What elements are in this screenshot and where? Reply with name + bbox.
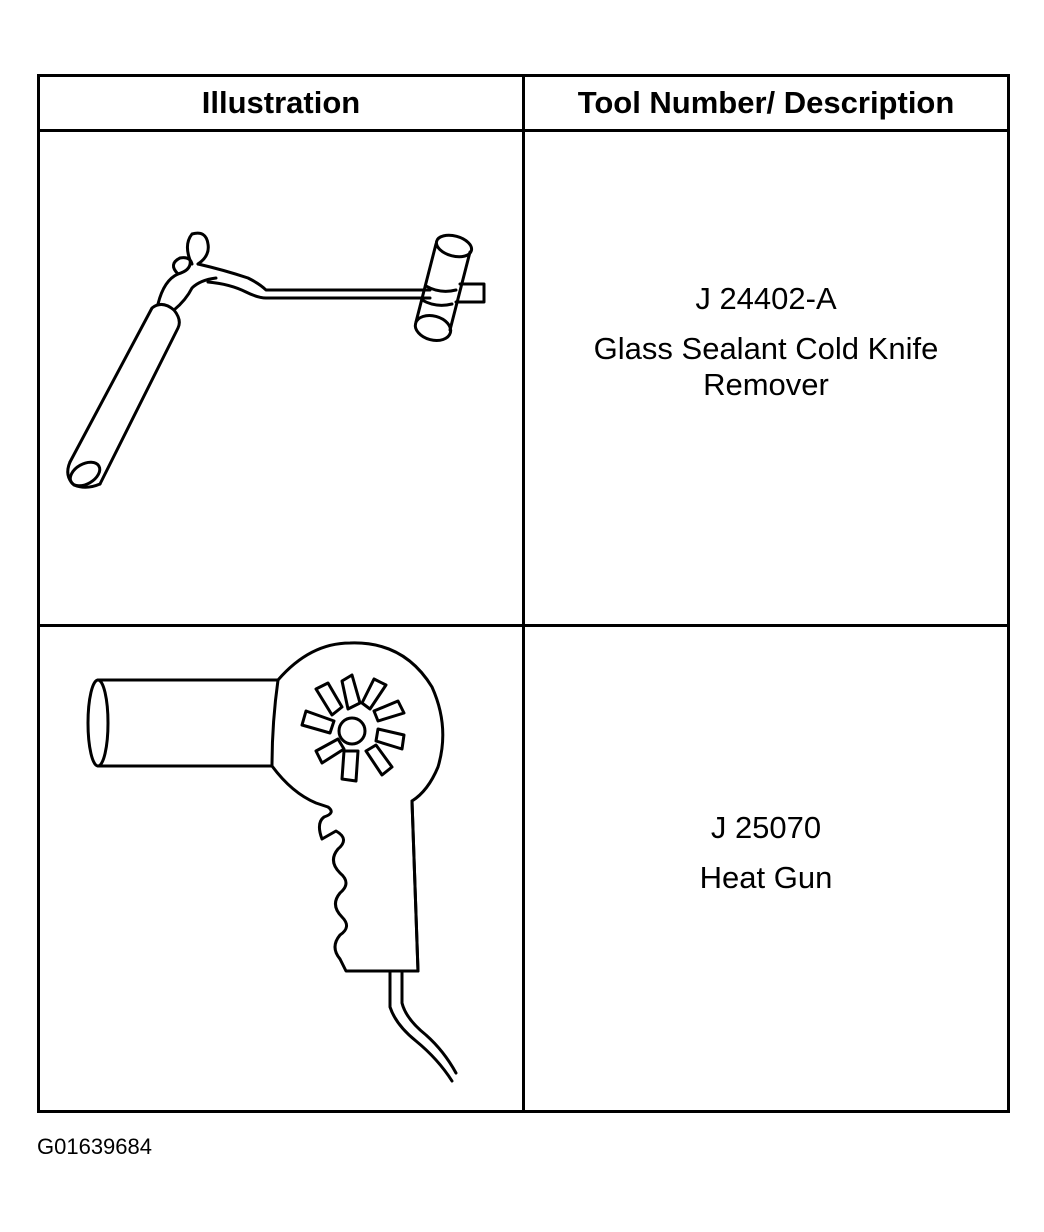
tools-table: Illustration Tool Number/ Description [37,74,1010,1113]
header-tool-number-description: Tool Number/ Description [522,74,1010,132]
header-illustration: Illustration [37,74,525,132]
cold-knife-remover-icon [66,231,486,489]
description-cell: J 25070 Heat Gun [522,624,1010,1113]
illustration-cell [37,624,525,1113]
tool-description: Glass Sealant Cold Knife Remover [593,331,939,402]
description-cell: J 24402-A Glass Sealant Cold Knife Remov… [522,129,1010,627]
heat-gun-icon [86,641,458,1083]
figure-id: G01639684 [37,1134,152,1159]
table-row: J 24402-A Glass Sealant Cold Knife Remov… [37,129,1010,627]
header-row: Illustration Tool Number/ Description [37,74,1010,132]
tool-number: J 25070 [710,809,822,845]
tool-description: Heat Gun [699,859,833,895]
tool-number: J 24402-A [695,281,837,316]
illustration-cell [37,129,525,627]
table-row: J 25070 Heat Gun [37,624,1010,1113]
